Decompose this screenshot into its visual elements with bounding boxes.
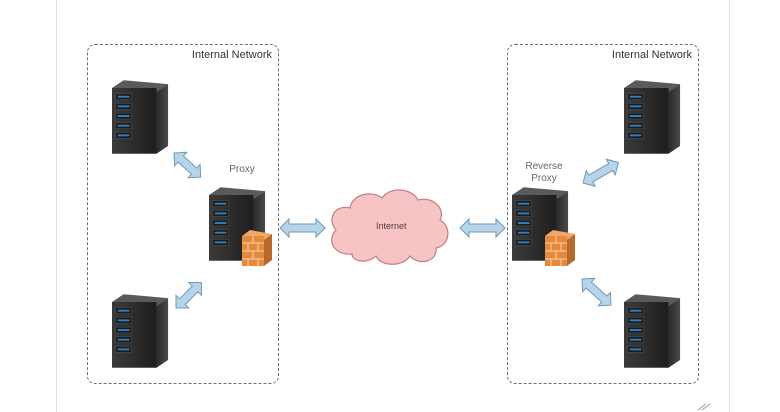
zone-left-internal-network: Internal Network: [87, 44, 279, 384]
double-arrow-icon-proxy-internet: [279, 217, 326, 239]
proxy-label: Proxy: [229, 164, 255, 175]
server-icon-left-top: [112, 80, 169, 154]
page-right-edge: [729, 0, 730, 412]
double-arrow-icon-right-bottom: [581, 277, 612, 307]
corner-mark: [697, 403, 711, 411]
reverse-proxy-label-line1: Reverse: [525, 161, 563, 172]
server-icon-right-top: [624, 80, 681, 154]
double-arrow-icon-left-top: [173, 151, 202, 179]
firewall-icon-proxy: [242, 230, 272, 266]
firewall-icon-reverse-proxy: [545, 230, 575, 266]
page-left-edge: [56, 0, 57, 412]
double-arrow-icon-left-bottom: [175, 282, 202, 309]
reverse-proxy-label-line2: Proxy: [531, 173, 557, 184]
zone-right-internal-network: Internal Network: [507, 44, 699, 384]
cloud-icon: [331, 189, 449, 265]
reverse-proxy-label: Reverse Proxy: [518, 161, 570, 185]
internet-label: Internet: [376, 221, 407, 231]
server-icon-left-bottom: [112, 294, 169, 368]
zone-left-label: Internal Network: [191, 49, 272, 61]
double-arrow-icon-right-top: [582, 158, 620, 188]
zone-right-label: Internal Network: [611, 49, 692, 61]
server-icon-right-bottom: [624, 294, 681, 368]
double-arrow-icon-internet-reverse-proxy: [459, 217, 506, 239]
